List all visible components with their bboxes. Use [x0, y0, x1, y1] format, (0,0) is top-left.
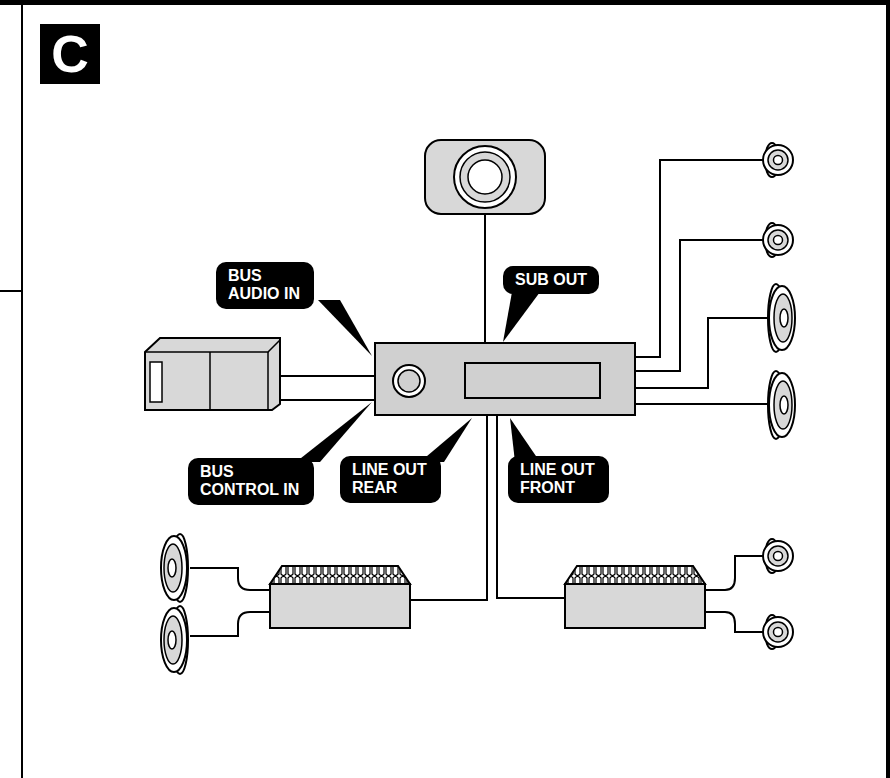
- connector-label: LINE OUT FRONT: [520, 461, 597, 498]
- callout-box: SUB OUT: [503, 266, 599, 294]
- connector-label: SUB OUT: [515, 271, 587, 289]
- connector-label: BUS CONTROL IN: [200, 463, 302, 500]
- figure-letter-box: C: [40, 24, 100, 84]
- callout-box: LINE OUT REAR: [340, 456, 441, 503]
- callout-box: BUS CONTROL IN: [188, 458, 314, 505]
- connector-label: BUS AUDIO IN: [228, 267, 302, 304]
- figure-letter: C: [51, 28, 89, 80]
- callout-box: BUS AUDIO IN: [216, 262, 314, 309]
- callout-box: LINE OUT FRONT: [508, 456, 609, 503]
- connector-label: LINE OUT REAR: [352, 461, 429, 498]
